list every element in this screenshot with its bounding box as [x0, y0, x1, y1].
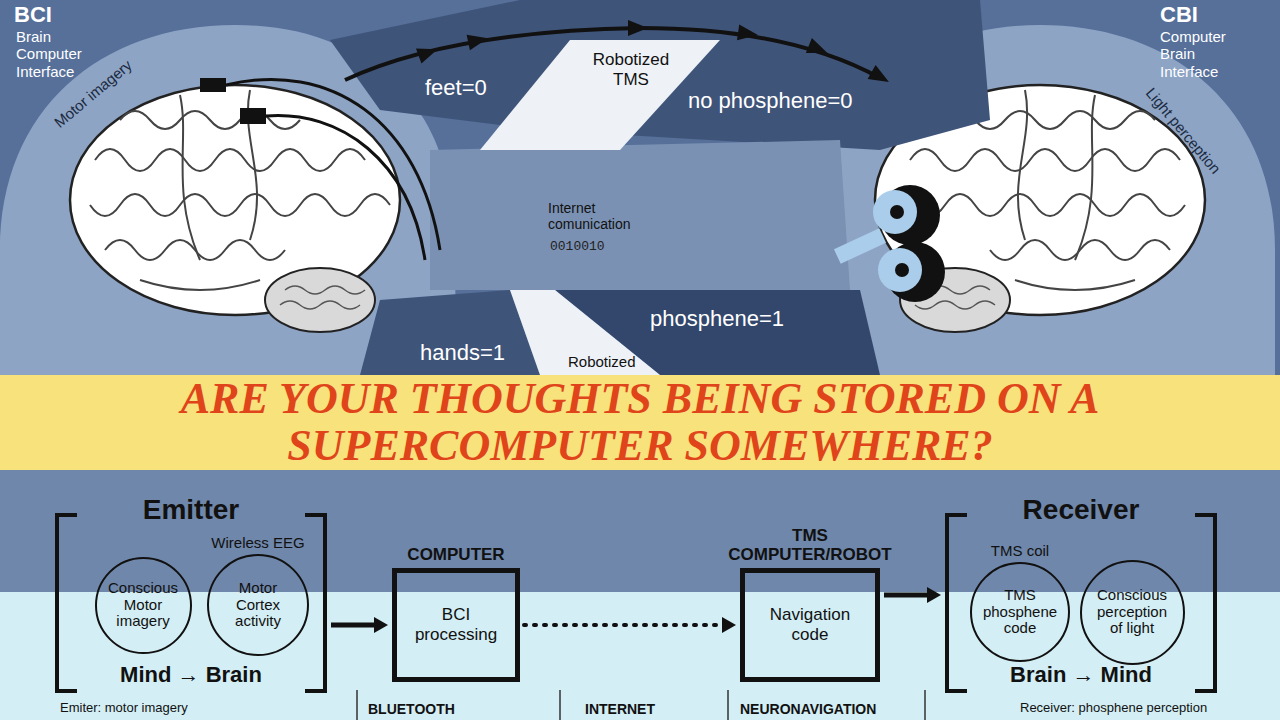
illustration-part — [628, 20, 648, 36]
diagram-label: Robotized — [568, 353, 636, 370]
diagram-label: phosphene=1 — [650, 306, 784, 331]
illustration-part — [924, 690, 926, 720]
diagram-label: BCI — [14, 2, 52, 27]
process-circle: Wireless EEGMotor Cortex activity — [207, 554, 309, 656]
group-heading: Emitter — [55, 495, 327, 526]
bracket-left — [947, 515, 967, 691]
illustration-part — [356, 690, 358, 720]
circle-heading: TMS coil — [991, 542, 1049, 559]
bracket-group: EmitterMind → BrainEmiter: motor imagery… — [55, 495, 327, 695]
illustration-part — [727, 690, 729, 720]
illustration-part — [895, 263, 909, 277]
diagram-label: Robotized TMS — [586, 50, 676, 89]
top-band — [330, 0, 990, 150]
illustration-part — [416, 42, 440, 64]
hands-band — [360, 290, 540, 375]
diagram-label: feet=0 — [425, 75, 487, 100]
internet-band — [430, 140, 850, 290]
diagram-label: CBI — [1160, 2, 1198, 27]
group-heading: Receiver — [945, 495, 1217, 526]
connector-line — [524, 623, 724, 627]
white-chevron — [510, 290, 660, 375]
bracket-group: ReceiverBrain → MindReceiver: phosphene … — [945, 495, 1217, 695]
signal-arrowheads — [416, 20, 893, 89]
bracket-left — [57, 515, 77, 691]
column-separators — [357, 690, 925, 720]
diagram-label: INTERNET — [585, 701, 655, 717]
illustration-part — [467, 31, 490, 51]
illustration-part — [559, 690, 561, 720]
diagram-label: Internet comunication — [548, 200, 678, 232]
bottom-ground — [0, 470, 1280, 592]
illustration-part — [878, 248, 922, 292]
title-banner: ARE YOUR THOUGHTS BEING STORED ON A SUPE… — [0, 375, 1280, 470]
box-text: Navigation code — [764, 605, 856, 644]
white-chevron — [480, 40, 720, 150]
illustration-part — [266, 116, 425, 260]
eeg-electrodes — [200, 78, 440, 260]
circle-text: Motor Cortex activity — [220, 580, 296, 630]
circle-text: Conscious Motor imagery — [107, 580, 180, 630]
illustration-part — [200, 78, 226, 92]
illustration-part — [806, 38, 831, 60]
illustration-part — [737, 24, 759, 43]
box-text: BCI processing — [410, 605, 502, 644]
diagram-label: Computer Brain Interface — [1160, 28, 1250, 80]
illustration-part — [834, 228, 886, 264]
diagram-label: 0010010 — [550, 240, 605, 255]
title-text: ARE YOUR THOUGHTS BEING STORED ON A SUPE… — [80, 376, 1200, 468]
process-circle: Conscious Motor imagery — [95, 557, 192, 654]
diagram-label: hands=1 — [420, 340, 505, 365]
connector — [884, 587, 941, 603]
group-note: Receiver: phosphene perception — [1020, 701, 1207, 715]
group-note: Emiter: motor imagery — [60, 701, 188, 715]
arrowhead — [374, 617, 388, 633]
connector — [524, 617, 736, 633]
connector-line — [331, 623, 376, 628]
connector — [331, 617, 388, 633]
illustration-part — [890, 205, 904, 219]
process-circle: Conscious perception of light — [1080, 560, 1185, 665]
process-circle: TMS coilTMS phosphene code — [970, 562, 1070, 662]
box-heading: COMPUTER — [376, 545, 536, 565]
process-box: TMS COMPUTER/ROBOTNavigation code — [740, 568, 880, 682]
top-ground — [0, 0, 1280, 375]
illustration-part — [868, 65, 893, 89]
box-heading: TMS COMPUTER/ROBOT — [710, 526, 910, 565]
diagram-label: BLUETOOTH — [368, 701, 455, 717]
bracket-right — [1195, 515, 1215, 691]
connector-line — [884, 593, 929, 598]
right-head — [797, 25, 1275, 375]
illustration-part — [240, 108, 266, 124]
arrowhead — [722, 617, 736, 633]
circle-text: TMS phosphene code — [983, 587, 1058, 637]
illustration-part — [226, 79, 440, 250]
light-ground — [0, 592, 1280, 720]
flow-caption: Brain → Mind — [945, 663, 1217, 687]
circle-text: Conscious perception of light — [1093, 587, 1172, 637]
diagram-label: NEURONAVIGATION — [740, 701, 876, 717]
flow-caption: Mind → Brain — [55, 663, 327, 687]
arrowhead — [927, 587, 941, 603]
illustration-part — [873, 190, 917, 234]
diagram-label: no phosphene=0 — [688, 88, 853, 113]
circle-heading: Wireless EEG — [211, 534, 304, 551]
process-box: COMPUTERBCI processing — [392, 568, 520, 682]
wind-up-key — [834, 185, 945, 302]
diagram-label: Brain Computer Interface — [16, 28, 101, 80]
